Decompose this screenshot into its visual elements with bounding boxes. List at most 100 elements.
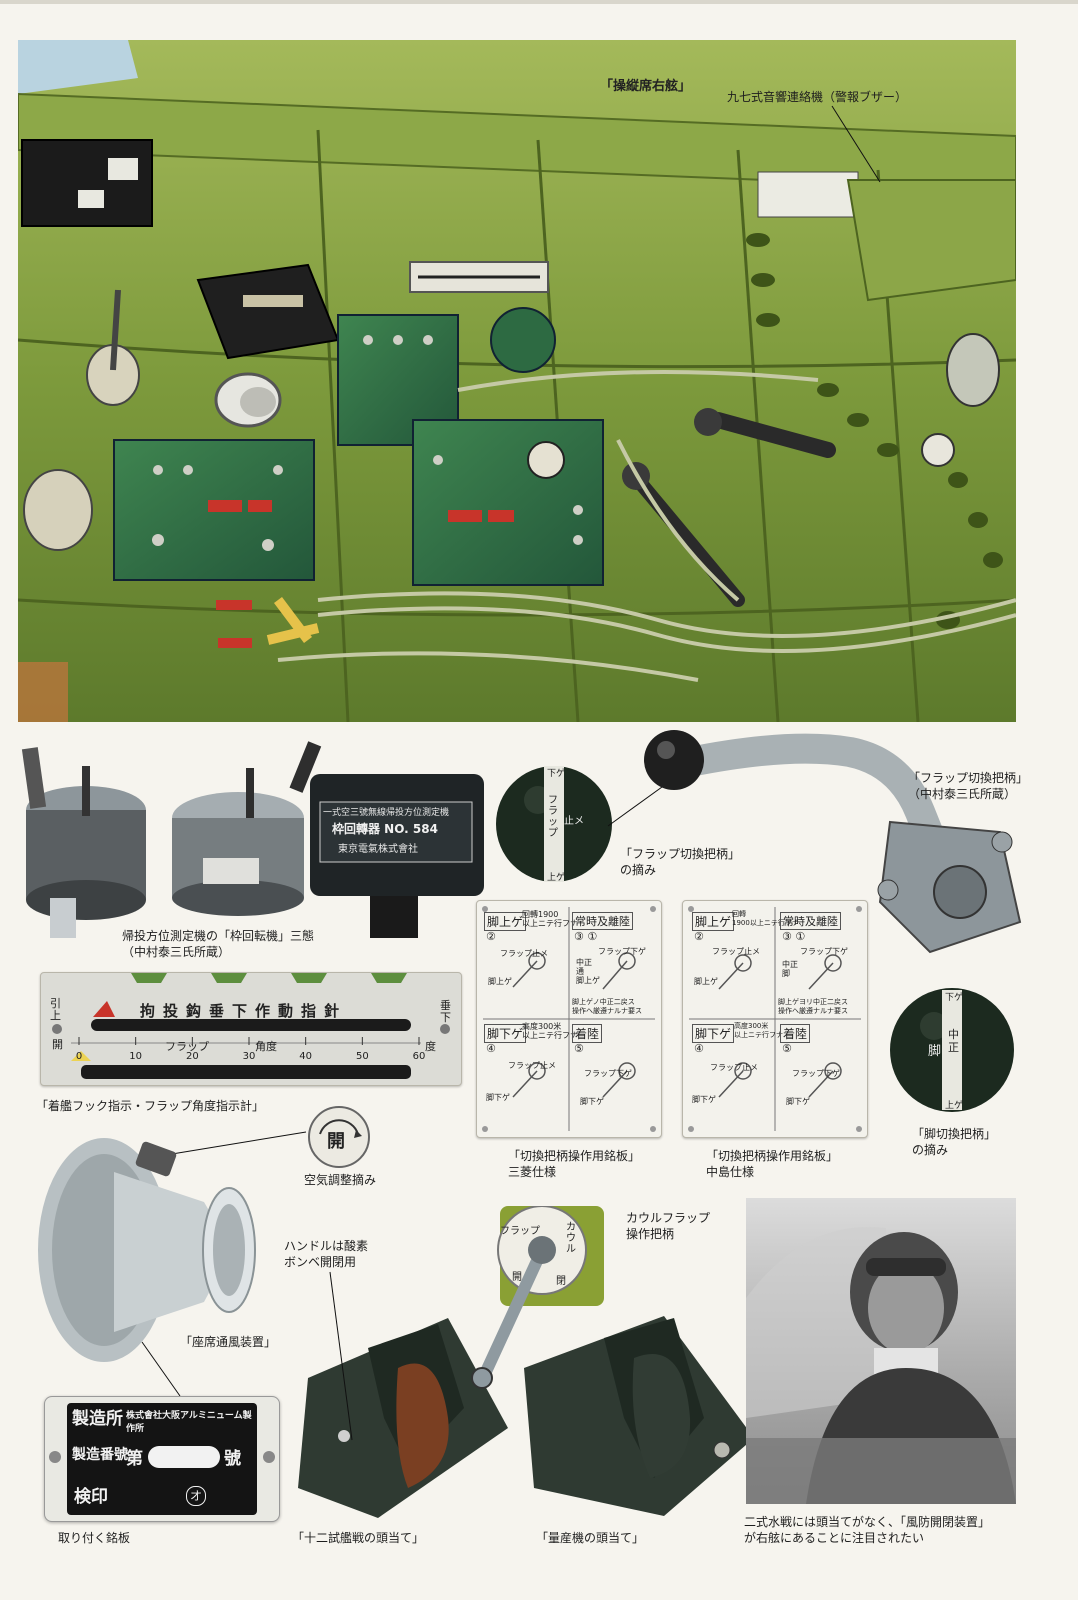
rotator-nameplate-line1: 一式空三號無線帰投方位測定機 [323, 808, 450, 818]
mp-cell2-b: 中正 通 脚上ゲ [576, 958, 600, 985]
gauge-tick-label: 40 [299, 1051, 312, 1062]
mp-cell1-a: フラップ止メ [500, 949, 548, 958]
mp-cell4-a: フラップ下ゲ [584, 1069, 632, 1078]
pilot-photo-caption: 二式水戦には頭当てがなく、「風防開閉装置」 が右舷にあることに注目されたい [744, 1515, 991, 1545]
headrest-12-caption: 「十二試艦戦の頭当て」 [292, 1531, 425, 1545]
cockpit-illustration-svg [18, 40, 1016, 722]
nakajima-plate-grid [688, 906, 862, 1132]
pilot-photo-svg [746, 1226, 1016, 1504]
cowl-flap-caption: カウルフラップ 操作把柄 [626, 1211, 711, 1241]
gauge-tick-label: 10 [129, 1051, 142, 1062]
maker-r1-value: 株式會社大阪アルミニューム製作所 [126, 1411, 252, 1434]
top-rule [0, 0, 1078, 4]
rotator-nameplate-line2: 枠回轉器 NO. 584 [332, 822, 438, 836]
mp-cell1-num: ② [486, 930, 496, 943]
hook-gauge-unit: 度 [425, 1040, 436, 1053]
headrest-12-svg [298, 1318, 508, 1518]
gauge-tick-label: 60 [413, 1051, 426, 1062]
buzzer-leader-line [831, 105, 881, 183]
mp-foot: 脚上ゲノ中正二戻ス 操作ヘ厳遵ナルナ要ス [572, 998, 642, 1015]
np-cell3-num: ④ [694, 1042, 704, 1055]
mitsubishi-plate-grid [482, 906, 656, 1132]
air-knob-caption: 空気調整摘み [304, 1173, 377, 1187]
rotator-3 [310, 774, 484, 938]
air-knob [306, 1104, 372, 1170]
maker-plate-caption: 取り付く銘板 [58, 1531, 131, 1545]
maker-r1-label: 製造所 [72, 1409, 123, 1429]
maker-r2-label: 製造番號 [72, 1447, 128, 1463]
maker-r3-stamp: オ [186, 1486, 206, 1506]
flap-knob-stop: 止メ [564, 816, 584, 827]
flap-knob-bottom: 上ゲ [547, 873, 566, 883]
np-cell4-b: 脚下ゲ [786, 1097, 810, 1106]
flap-lever-svg [644, 730, 1022, 954]
np-cell3-head: 脚下ゲ [692, 1024, 735, 1043]
np-cell3-a: フラップ止メ [710, 1063, 758, 1072]
np-cell2-num: ③ ① [782, 930, 806, 943]
flap-knob-svg [496, 766, 612, 882]
mp-cell1-note: 回轉1900 以上ニテ行フナ [522, 910, 578, 928]
leg-knob-caption: 「脚切換把柄」 の摘み [912, 1127, 997, 1157]
ventilator [34, 1132, 274, 1368]
leg-knob-svg [890, 988, 1014, 1112]
leg-knob-bottom: 上ゲ [945, 1101, 964, 1111]
np-cell1-a: フラップ止メ [712, 947, 760, 956]
maker-r2-post: 號 [224, 1449, 241, 1469]
cowl-dial-right: カウル [566, 1222, 576, 1255]
mp-cell1-head: 脚上ゲ [484, 912, 527, 931]
flap-knob-mid: フラップ [548, 795, 558, 839]
maker-r2-blank [148, 1446, 220, 1468]
rotator-caption: 帰投方位測定機の「枠回転機」三態 （中村泰三氏所蔵） [122, 929, 315, 959]
rotator-2 [172, 741, 322, 916]
maker-r3-label: 検印 [74, 1487, 108, 1507]
hook-gauge-title: 拘投鈎垂下作動指針 [140, 1002, 348, 1020]
ventilator-caption: 「座席通風装置」 [180, 1335, 277, 1349]
ventilator-leader [141, 1341, 181, 1397]
mp-cell3-num: ④ [486, 1042, 496, 1055]
np-cell2-b: 中正 脚 [782, 960, 798, 978]
ventilator-svg [38, 1138, 256, 1362]
nakajima-caption: 「切換把柄操作用銘板」 中島仕様 [706, 1149, 839, 1179]
flap-knob-top: 下ゲ [547, 769, 566, 779]
hook-gauge-right: 垂下 [440, 999, 451, 1024]
nakajima-plate [682, 900, 868, 1138]
maker-r2-pre: 第 [126, 1449, 143, 1469]
hook-gauge-caption: 「着艦フック指示・フラップ角度指示計」 [36, 1099, 265, 1113]
page-title: 「操縦席右舷」 [600, 79, 692, 94]
mp-cell4-num: ⑤ [574, 1042, 584, 1055]
gauge-tick-label: 20 [186, 1051, 199, 1062]
headrest-prod-svg [524, 1316, 754, 1516]
cowl-dial-bottom-left: 開 [512, 1272, 522, 1283]
maker-plate-hole-l [49, 1451, 61, 1463]
np-foot: 脚上ゲヨリ中正二戻ス 操作ヘ厳遵ナルナ要ス [778, 998, 848, 1015]
cowl-dial-bottom-right: 閉 [556, 1276, 566, 1287]
buzzer-label: 九七式音響連絡機（警報ブザー） [727, 90, 908, 104]
flap-lever [640, 722, 1040, 962]
np-cell1-num: ② [694, 930, 704, 943]
maker-plate-hole-r [263, 1451, 275, 1463]
hook-gauge-mid-angle: 角度 [255, 1040, 277, 1053]
hook-gauge-mid-flap: フラップ [165, 1040, 209, 1053]
cowl-flap-lever [470, 1205, 610, 1396]
leg-knob-top: 下ゲ [945, 993, 964, 1003]
mp-cell2-num: ③ ① [574, 930, 598, 943]
flap-knob [494, 760, 614, 888]
mp-cell3-note: 高度300米 以上ニテ行フナ [522, 1022, 578, 1040]
oxygen-handle-leader [329, 1271, 353, 1441]
mitsubishi-plate [476, 900, 662, 1138]
air-knob-char: 開 [327, 1131, 345, 1152]
np-cell3-b: 脚下ゲ [692, 1095, 716, 1104]
mp-cell3-head: 脚下ゲ [484, 1024, 527, 1043]
gauge-tick-label: 30 [243, 1051, 256, 1062]
mp-cell2-head: 常時及離陸 [572, 912, 633, 930]
np-cell2-head: 常時及離陸 [780, 912, 841, 930]
flap-knob-caption: 「フラップ切換把柄」 の摘み [620, 847, 741, 877]
np-cell4-num: ⑤ [782, 1042, 792, 1055]
np-cell4-a: フラップ下ゲ [792, 1069, 840, 1078]
flap-lever-caption: 「フラップ切換把柄」 （中村泰三氏所蔵） [908, 771, 1029, 801]
leg-knob-stop: 中正 [948, 1028, 959, 1054]
air-knob-leader [171, 1131, 307, 1155]
np-cell1-note: 回轉 1900以上ニテ行フナ [732, 910, 799, 927]
